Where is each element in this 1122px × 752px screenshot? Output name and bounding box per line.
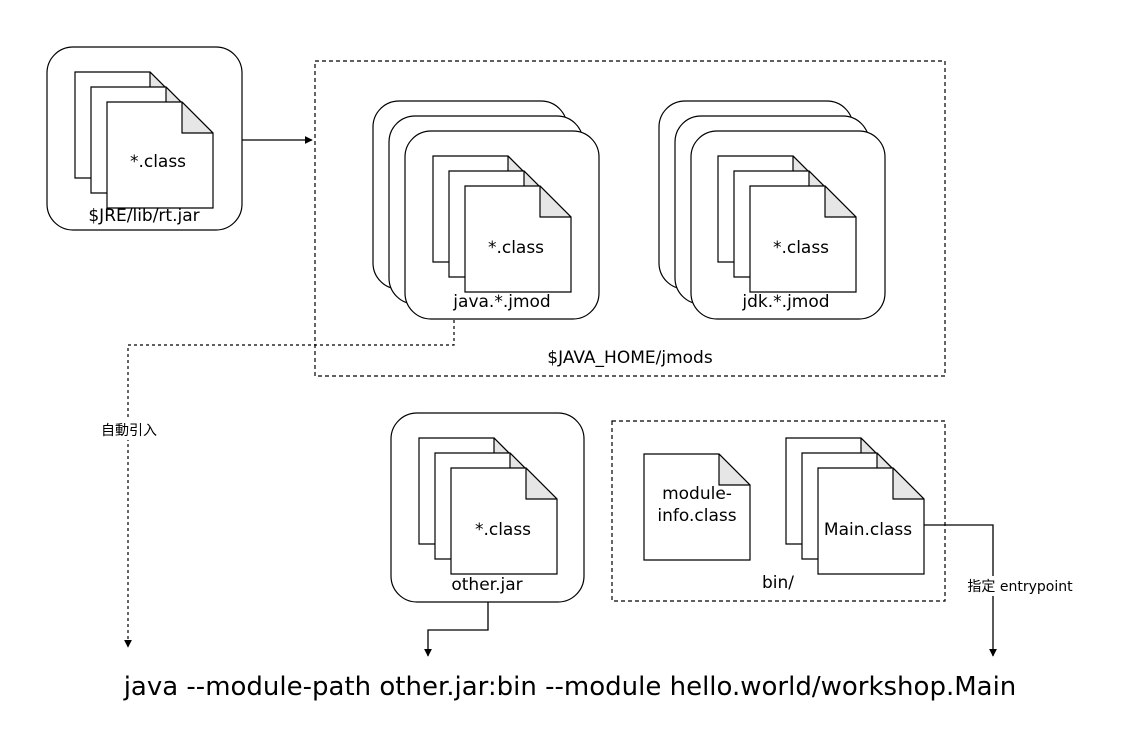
other-jar-file-label: *.class [475,520,531,540]
main-class-label: Main.class [824,520,912,540]
rt-jar-box: *.class $JRE/lib/rt.jar [46,46,243,231]
entrypoint-label: 指定 entrypoint [967,579,1073,595]
jdk-jmod-label: jdk.*.jmod [741,292,829,312]
entrypoint-arrow [924,524,997,657]
other-jar-label: other.jar [451,575,522,595]
rt-jar-file-label: *.class [130,152,186,172]
other-jar-box: *.class other.jar [390,412,585,603]
module-info-label-line1: module- [662,484,732,504]
jmods-label: $JAVA_HOME/jmods [547,348,713,368]
java-command: java --module-path other.jar:bin --modul… [123,672,1017,702]
rt-jar-label: $JRE/lib/rt.jar [88,206,199,226]
other-jar-arrow [424,602,489,657]
java-jmod-stack: *.class java.*.jmod [372,100,600,320]
java-jmod-file-label: *.class [488,238,544,258]
module-info-file: module- info.class [643,453,751,561]
auto-import-label: 自動引入 [101,423,157,439]
jdk-jmod-stack: *.class jdk.*.jmod [658,100,886,320]
module-info-label-line2: info.class [657,506,736,526]
auto-import-arrow [124,320,455,648]
auto-import-label-bg [92,420,166,440]
bin-group: bin/ module- info.class Main.class [611,420,946,602]
jmods-group: $JAVA_HOME/jmods *.class java.*.jmod [314,60,946,377]
main-class-files: Main.class [785,437,925,575]
entrypoint-label-bg [962,576,1082,596]
bin-label: bin/ [762,573,794,593]
java-jmod-label: java.*.jmod [452,292,550,312]
jdk-jmod-file-label: *.class [773,238,829,258]
